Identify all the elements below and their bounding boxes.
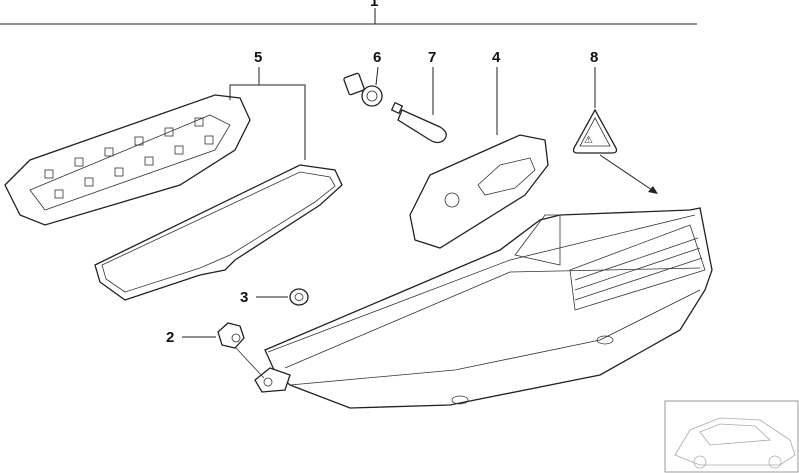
callout-3[interactable]: 3	[240, 289, 248, 306]
leader-line-6	[375, 66, 379, 86]
nut[interactable]	[217, 322, 245, 349]
callout-8[interactable]: 8	[590, 49, 598, 66]
arrow-line-8	[599, 154, 656, 193]
callout-5[interactable]: 5	[254, 49, 262, 66]
gasket[interactable]	[94, 164, 343, 301]
gasket-inner-edge	[101, 171, 336, 293]
callout-4[interactable]: 4	[492, 49, 501, 66]
leader-bracket-5	[229, 84, 306, 160]
bulb[interactable]	[390, 101, 447, 144]
warning-label-symbol: ⚠	[584, 135, 593, 146]
callout-7[interactable]: 7	[428, 49, 436, 66]
callout-1[interactable]: 1	[370, 0, 378, 10]
circuit-board[interactable]	[4, 94, 251, 226]
mounting-tab[interactable]	[254, 367, 291, 393]
callout-2[interactable]: 2	[166, 329, 174, 346]
grommet[interactable]	[289, 288, 309, 306]
bulb-socket[interactable]	[343, 72, 383, 107]
callout-6[interactable]: 6	[373, 49, 381, 66]
vehicle-thumbnail	[664, 400, 799, 473]
tail-lamp-housing[interactable]	[264, 207, 713, 409]
seal-plate[interactable]	[409, 134, 549, 249]
arrow-head-icon	[648, 186, 658, 194]
assembly-line-2	[235, 347, 265, 379]
warning-label[interactable]: ⚠	[572, 108, 618, 154]
mounting-hole	[263, 377, 273, 387]
